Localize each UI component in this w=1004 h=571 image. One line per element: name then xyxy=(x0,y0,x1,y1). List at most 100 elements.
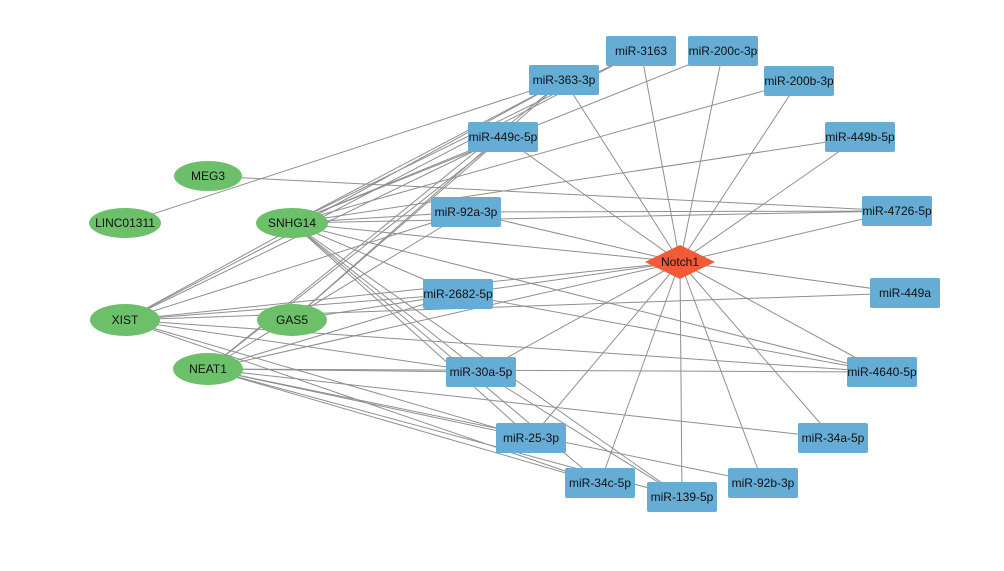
edge-snhg14-to-mir-30a-5p xyxy=(291,222,482,373)
edge-mir-34c-5p-to-notch1 xyxy=(599,261,681,484)
edge-snhg14-to-mir-25-3p xyxy=(291,222,532,439)
edge-neat1-to-mir-92a-3p xyxy=(207,211,467,370)
node-label: miR-92b-3p xyxy=(732,476,795,490)
edge-snhg14-to-notch1 xyxy=(291,222,681,263)
node-label: miR-2682-5p xyxy=(423,287,493,301)
node-xist[interactable]: XIST xyxy=(90,304,160,336)
edge-mir-200c-3p-to-notch1 xyxy=(679,50,724,263)
mirna-rect xyxy=(446,357,516,387)
mirna-rect xyxy=(847,357,917,387)
node-mir-2682-5p[interactable]: miR-2682-5p xyxy=(423,279,493,309)
node-label: Notch1 xyxy=(661,255,699,269)
edge-linc01311-to-mir-363-3p xyxy=(124,79,565,224)
node-neat1[interactable]: NEAT1 xyxy=(173,353,243,385)
edge-mir-449c-5p-to-notch1 xyxy=(502,136,681,263)
edge-mir-200b-3p-to-notch1 xyxy=(679,80,800,263)
mirna-rect xyxy=(798,423,868,453)
edge-mir-92a-3p-to-notch1 xyxy=(465,211,681,263)
mirna-rect xyxy=(688,36,758,66)
edge-snhg14-to-mir-200b-3p xyxy=(291,80,800,224)
edge-mir-449b-5p-to-notch1 xyxy=(679,136,861,263)
edge-mir-4640-5p-to-notch1 xyxy=(679,261,883,373)
mirna-rect xyxy=(728,468,798,498)
node-mir-34a-5p[interactable]: miR-34a-5p xyxy=(798,423,868,453)
node-label: miR-363-3p xyxy=(533,73,596,87)
mirna-rect xyxy=(606,36,676,66)
node-mir-30a-5p[interactable]: miR-30a-5p xyxy=(446,357,516,387)
edge-snhg14-to-mir-363-3p xyxy=(291,79,565,224)
lncrna-ellipse xyxy=(90,304,160,336)
node-mir-200b-3p[interactable]: miR-200b-3p xyxy=(764,66,834,96)
node-label: miR-34c-5p xyxy=(569,476,631,490)
node-label: miR-200c-3p xyxy=(689,44,758,58)
edge-neat1-to-mir-4640-5p xyxy=(207,368,883,373)
edge-xist-to-mir-25-3p xyxy=(124,319,532,439)
node-mir-449c-5p[interactable]: miR-449c-5p xyxy=(468,122,538,152)
mirna-rect xyxy=(529,65,599,95)
node-mir-4640-5p[interactable]: miR-4640-5p xyxy=(847,357,917,387)
node-mir-449a[interactable]: miR-449a xyxy=(870,278,940,308)
edge-mir-4726-5p-to-notch1 xyxy=(679,210,898,263)
edge-snhg14-to-mir-449b-5p xyxy=(291,136,861,224)
node-label: GAS5 xyxy=(276,313,308,327)
node-gas5[interactable]: GAS5 xyxy=(257,304,327,336)
edge-neat1-to-mir-449c-5p xyxy=(207,136,504,370)
edge-gas5-to-mir-449c-5p xyxy=(291,136,504,321)
lncrna-ellipse xyxy=(173,353,243,385)
edge-neat1-to-notch1 xyxy=(207,261,681,370)
node-label: SNHG14 xyxy=(268,216,316,230)
node-linc01311[interactable]: LINC01311 xyxy=(89,208,161,238)
node-mir-92b-3p[interactable]: miR-92b-3p xyxy=(728,468,798,498)
node-mir-34c-5p[interactable]: miR-34c-5p xyxy=(565,468,635,498)
edge-xist-to-mir-3163 xyxy=(124,50,642,321)
edge-neat1-to-mir-92b-3p xyxy=(207,368,764,484)
mirna-rect xyxy=(431,197,501,227)
node-mir-25-3p[interactable]: miR-25-3p xyxy=(496,423,566,453)
node-label: miR-4640-5p xyxy=(847,365,917,379)
hub-diamond xyxy=(645,245,715,279)
lncrna-ellipse xyxy=(89,208,161,238)
edge-mir-363-3p-to-notch1 xyxy=(563,79,681,263)
node-label: miR-449b-5p xyxy=(825,130,895,144)
edge-gas5-to-mir-363-3p xyxy=(291,79,565,321)
lncrna-ellipse xyxy=(174,161,242,191)
node-label: XIST xyxy=(112,313,139,327)
edge-xist-to-notch1 xyxy=(124,261,681,321)
edge-mir-3163-to-notch1 xyxy=(640,50,681,263)
node-mir-139-5p[interactable]: miR-139-5p xyxy=(647,482,717,512)
node-label: miR-3163 xyxy=(615,44,667,58)
edge-mir-25-3p-to-notch1 xyxy=(530,261,681,439)
node-label: miR-139-5p xyxy=(651,490,714,504)
node-mir-4726-5p[interactable]: miR-4726-5p xyxy=(862,196,932,226)
edge-neat1-to-mir-2682-5p xyxy=(207,293,459,370)
edge-neat1-to-mir-34c-5p xyxy=(207,368,601,484)
edge-mir-30a-5p-to-mir-139-5p xyxy=(480,371,683,498)
node-notch1[interactable]: Notch1 xyxy=(645,245,715,279)
node-snhg14[interactable]: SNHG14 xyxy=(256,208,328,238)
node-label: miR-25-3p xyxy=(503,431,559,445)
edge-mir-449a-to-notch1 xyxy=(679,261,906,294)
node-meg3[interactable]: MEG3 xyxy=(174,161,242,191)
edge-neat1-to-mir-34a-5p xyxy=(207,368,834,439)
node-mir-92a-3p[interactable]: miR-92a-3p xyxy=(431,197,501,227)
edge-meg3-to-mir-4726-5p xyxy=(207,175,898,212)
mirna-rect xyxy=(764,66,834,96)
edge-mir-2682-5p-to-notch1 xyxy=(457,261,681,295)
mirna-rect xyxy=(496,423,566,453)
edge-mir-139-5p-to-notch1 xyxy=(679,261,683,498)
node-label: NEAT1 xyxy=(189,362,227,376)
node-mir-3163[interactable]: miR-3163 xyxy=(606,36,676,66)
node-mir-200c-3p[interactable]: miR-200c-3p xyxy=(688,36,758,66)
edge-mir-92b-3p-to-notch1 xyxy=(679,261,764,484)
node-label: MEG3 xyxy=(191,169,225,183)
node-label: miR-30a-5p xyxy=(450,365,513,379)
node-mir-449b-5p[interactable]: miR-449b-5p xyxy=(825,122,895,152)
edge-mir-92a-3p-to-mir-4726-5p xyxy=(465,210,898,213)
node-label: miR-449c-5p xyxy=(469,130,538,144)
mirna-rect xyxy=(423,279,493,309)
mirna-rect xyxy=(468,122,538,152)
node-label: miR-4726-5p xyxy=(862,204,932,218)
node-mir-363-3p[interactable]: miR-363-3p xyxy=(529,65,599,95)
lncrna-ellipse xyxy=(257,304,327,336)
edge-xist-to-mir-92a-3p xyxy=(124,211,467,321)
